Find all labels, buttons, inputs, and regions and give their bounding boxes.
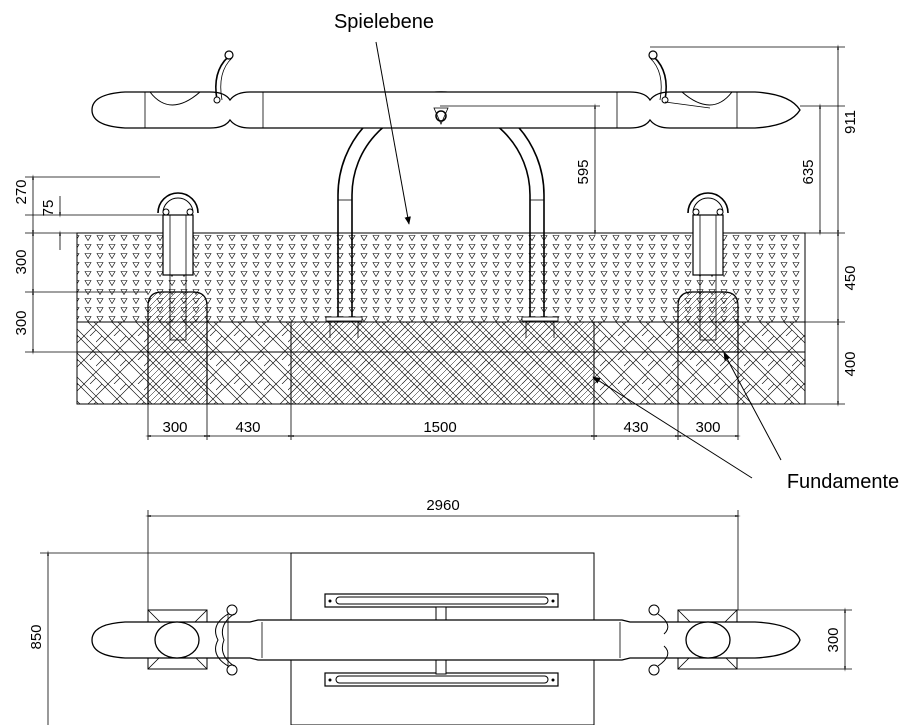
handle-left <box>213 50 234 104</box>
dim-right-400: 400 <box>842 351 859 376</box>
plan-beam <box>91 619 801 661</box>
plan-seat-left <box>154 621 200 659</box>
foundation-left <box>147 291 208 404</box>
play-level-leader <box>375 41 411 225</box>
spring-post-left <box>157 192 199 341</box>
dim-plan-length: 2960 <box>426 497 459 514</box>
dim-left-300-bottom: 300 <box>13 310 30 335</box>
dim-bottom-300-left: 300 <box>162 419 187 436</box>
foundations-leader-1 <box>592 376 753 479</box>
dim-plan-width: 850 <box>28 624 45 649</box>
dim-left-300-top: 300 <box>13 249 30 274</box>
dim-plan-foundation: 300 <box>825 627 842 652</box>
dim-bottom-430-left: 430 <box>235 419 260 436</box>
footrest-top <box>324 593 559 608</box>
dim-bottom-430-right: 430 <box>623 419 648 436</box>
label-play-level: Spielebene <box>334 11 434 33</box>
dim-right-450: 450 <box>842 265 859 290</box>
plan-view <box>40 510 852 725</box>
dim-left-75: 75 <box>40 200 57 217</box>
footrest-bottom <box>324 672 559 687</box>
plan-handle-right <box>648 604 669 676</box>
plan-seat-right <box>685 621 731 659</box>
foundations-leader-2 <box>723 352 782 461</box>
center-foundation <box>290 321 595 405</box>
dim-bottom-300-right: 300 <box>695 419 720 436</box>
dim-height-635: 635 <box>800 159 817 184</box>
dim-left-270: 270 <box>13 179 30 204</box>
handle-right <box>648 50 711 109</box>
spring-post-right <box>687 192 729 341</box>
plan-handle-left <box>215 604 238 676</box>
dim-height-595: 595 <box>575 159 592 184</box>
seesaw-beam <box>91 91 801 129</box>
elevation-view <box>25 41 845 479</box>
foundation-right <box>677 291 739 353</box>
label-foundations: Fundamente <box>787 471 899 493</box>
dim-height-total: 911 <box>842 110 859 134</box>
dim-bottom-1500: 1500 <box>423 419 456 436</box>
